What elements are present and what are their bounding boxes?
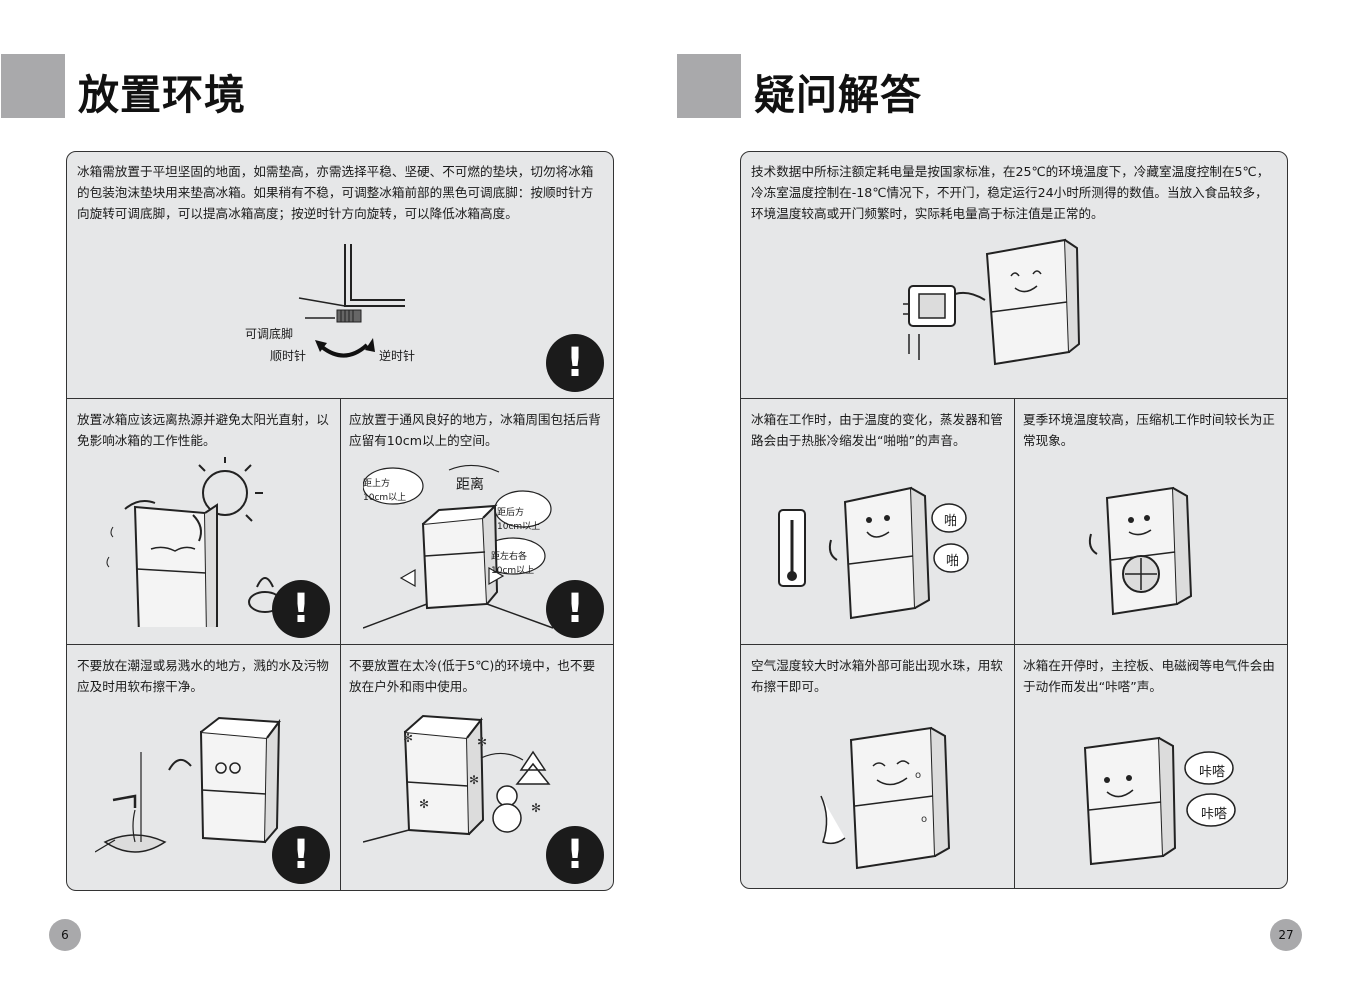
svg-text:o: o xyxy=(921,814,927,825)
back-clearance-label: 距后方 xyxy=(497,508,525,518)
svg-text:o: o xyxy=(915,770,921,781)
sound-bubble: 啪 xyxy=(944,514,958,529)
warning-icon: ! xyxy=(272,580,330,638)
page-title: 放置环境 xyxy=(78,71,246,119)
compressor-illustration xyxy=(1088,486,1193,616)
section-text: 不要放在潮湿或易溅水的地方，溅的水及污物应及时用软布擦干净。 xyxy=(77,658,329,694)
page-number: 6 xyxy=(49,919,81,951)
title-accent-block xyxy=(677,54,741,118)
condensation-illustration: o o xyxy=(820,726,951,870)
right-page: 疑问解答 技术数据中所标注额定耗电量是按国家标准，在25℃的环境温度下，冷藏室温… xyxy=(676,0,1352,992)
moisture-illustration xyxy=(95,716,281,853)
section-text: 冰箱需放置于平坦坚固的地面，如需垫高，亦需选择平稳、坚硬、不可燃的垫块，切勿将冰… xyxy=(77,164,594,221)
back-clearance-value: 10cm以上 xyxy=(497,522,541,532)
sound-bubble: 啪 xyxy=(946,554,960,569)
side-clearance-label: 距左右各 xyxy=(491,552,528,562)
section-text: 放置冰箱应该远离热源并避免太阳光直射，以免影响冰箱的工作性能。 xyxy=(77,412,329,448)
sound-bubble: 咔嗒 xyxy=(1201,807,1228,822)
section-text: 不要放置在太冷(低于5℃)的环境中，也不要放在户外和雨中使用。 xyxy=(349,658,596,694)
energy-consumption-illustration xyxy=(903,238,1081,366)
warning-icon: ! xyxy=(546,334,604,392)
foot-label: 可调底脚 xyxy=(245,327,294,341)
svg-text:✻: ✻ xyxy=(469,773,479,787)
warning-icon: ! xyxy=(546,826,604,884)
side-clearance-value: 10cm以上 xyxy=(491,566,535,576)
section-text: 空气湿度较大时冰箱外部可能出现水珠，用软布擦干即可。 xyxy=(751,658,1003,694)
placement-panel: 冰箱需放置于平坦坚固的地面，如需垫高，亦需选择平稳、坚硬、不可燃的垫块，切勿将冰… xyxy=(66,151,614,891)
faq-panel: 技术数据中所标注额定耗电量是按国家标准，在25℃的环境温度下，冷藏室温度控制在5… xyxy=(740,151,1288,889)
ventilation-illustration xyxy=(363,464,554,629)
counterclockwise-label: 逆时针 xyxy=(379,349,416,363)
divider xyxy=(340,398,341,890)
divider xyxy=(1014,398,1015,888)
cold-environment-illustration: ✻ ✻ ✻ ✻ ✻ xyxy=(363,714,551,843)
click-sound-illustration xyxy=(1083,736,1236,866)
top-clearance-label: 距上方 xyxy=(363,479,391,489)
svg-text:✻: ✻ xyxy=(531,801,541,815)
svg-text:✻: ✻ xyxy=(477,735,487,749)
left-page: 放置环境 冰箱需放置于平坦坚固的地面，如需垫高，亦需选择平稳、坚硬、不可燃的垫块… xyxy=(1,54,614,951)
page-title: 疑问解答 xyxy=(754,71,922,119)
svg-text:✻: ✻ xyxy=(419,797,429,811)
section-text: 冰箱在工作时，由于温度的变化，蒸发器和管路会由于热胀冷缩发出“啪啪”的声音。 xyxy=(751,412,1003,448)
adjustable-foot-illustration xyxy=(298,244,405,358)
sound-bubble: 咔嗒 xyxy=(1199,765,1226,780)
warning-icon: ! xyxy=(272,826,330,884)
thermal-sound-illustration xyxy=(778,486,969,620)
top-clearance-value: 10cm以上 xyxy=(363,493,407,503)
section-text: 应放置于通风良好的地方，冰箱周围包括后背应留有10cm以上的空间。 xyxy=(349,412,601,448)
section-text: 冰箱在开停时，主控板、电磁阀等电气件会由于动作而发出“咔嗒”声。 xyxy=(1023,658,1275,694)
page-number: 27 xyxy=(1270,919,1302,951)
title-accent-block xyxy=(1,54,65,118)
clockwise-label: 顺时针 xyxy=(270,349,307,363)
heat-source-illustration xyxy=(106,457,282,627)
svg-text:✻: ✻ xyxy=(403,731,413,745)
section-text: 技术数据中所标注额定耗电量是按国家标准，在25℃的环境温度下，冷藏室温度控制在5… xyxy=(751,164,1270,221)
distance-label: 距离 xyxy=(456,477,484,493)
section-text: 夏季环境温度较高，压缩机工作时间较长为正常现象。 xyxy=(1023,412,1275,448)
warning-icon: ! xyxy=(546,580,604,638)
